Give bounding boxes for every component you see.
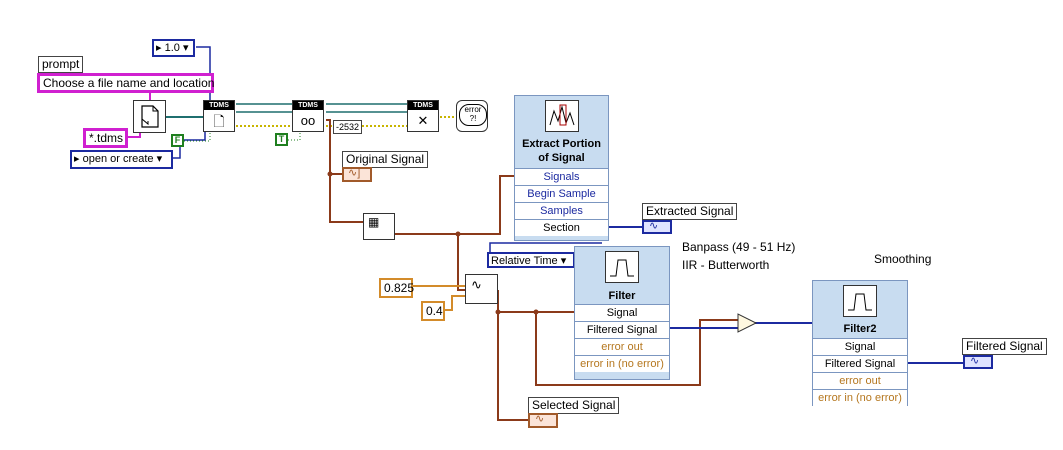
extracted-signal-label: Extracted Signal [642, 203, 738, 220]
filter2-terminal-error-out[interactable]: error out [813, 372, 907, 389]
extract-terminal-samples[interactable]: Samples [515, 202, 608, 219]
filter-icon [605, 251, 639, 283]
time-mode-enum-constant[interactable]: Relative Time ▾ [487, 252, 575, 268]
extract-terminal-signals[interactable]: Signals [515, 168, 608, 185]
tdms-close-node[interactable]: TDMS ✕ [407, 100, 439, 132]
tdms-open-icon: 🗋 [213, 113, 225, 129]
true-constant[interactable]: T [275, 133, 288, 146]
bandpass-note: Banpass (49 - 51 Hz) [682, 240, 796, 254]
filter-terminal-error-out[interactable]: error out [575, 338, 669, 355]
wire-const-2 [445, 295, 465, 311]
filter2-terminal-filtered-signal[interactable]: Filtered Signal [813, 355, 907, 372]
wire-signal-main [326, 119, 363, 223]
filter-terminal-signal[interactable]: Signal [575, 304, 669, 321]
waveform-icon: ∿ [649, 220, 659, 232]
operation-value: open or create [82, 153, 154, 165]
original-signal-indicator[interactable]: ∿] [342, 167, 372, 182]
wire-signal-filter-in [497, 290, 574, 313]
original-signal-label: Original Signal [342, 151, 429, 168]
array-grid-icon: ▦ [368, 215, 380, 229]
wire-signal-branch [457, 234, 465, 291]
filter-terminal-filtered-signal[interactable]: Filtered Signal [575, 321, 669, 338]
glasses-icon: oo [300, 113, 316, 128]
file-icon [141, 105, 159, 128]
wire-signal-loop [535, 312, 740, 386]
extract-portion-vi[interactable]: Extract Portion of Signal Signals Begin … [514, 95, 609, 241]
false-constant[interactable]: F [171, 134, 184, 147]
error-icon: error?! [459, 104, 487, 126]
close-file-icon: ✕ [417, 113, 429, 128]
dropdown-arrow-icon: ▾ [560, 255, 567, 267]
extract-terminal-begin-sample[interactable]: Begin Sample [515, 185, 608, 202]
filter-vi[interactable]: Filter Signal Filtered Signal error out … [574, 246, 670, 380]
channel-numeric-constant[interactable]: -2532 [333, 120, 363, 134]
version-numeric-constant[interactable]: ▸ 1.0 ▾ [152, 39, 195, 57]
wire-signal-to-extract [395, 175, 514, 235]
build-waveform-node[interactable]: ∿ [465, 274, 498, 304]
get-waveform-components-node[interactable]: ▦ [363, 213, 395, 240]
tdms-open-header: TDMS [204, 101, 234, 110]
waveform-icon: ∿ [970, 355, 980, 367]
select-triangle-icon [737, 313, 758, 333]
extension-string-constant[interactable]: *.tdms [83, 128, 128, 148]
filter-title: Filter [608, 290, 636, 302]
wire-signal-selected [497, 312, 528, 421]
version-value: 1.0 [164, 42, 180, 54]
junction-dot [495, 309, 501, 315]
time-mode-value: Relative Time [491, 255, 558, 267]
extract-title-line2: of Signal [538, 152, 585, 164]
filter2-terminal-error-in[interactable]: error in (no error) [813, 389, 907, 406]
high-cutoff-constant[interactable]: 0.825 [379, 278, 414, 298]
extract-signal-icon [545, 100, 579, 132]
selected-signal-indicator[interactable]: ∿ [528, 413, 558, 428]
error-handler-node[interactable]: error?! [456, 100, 488, 132]
junction-dot [327, 171, 333, 177]
iir-note: IIR - Butterworth [682, 258, 770, 272]
dropdown-arrow-icon: ▾ [182, 42, 189, 54]
smoothing-note: Smoothing [874, 252, 932, 266]
tdms-open-node[interactable]: TDMS 🗋 [203, 100, 235, 132]
selected-signal-label: Selected Signal [528, 397, 620, 414]
junction-dot [455, 231, 461, 237]
waveform-icon: ∿ [535, 413, 545, 425]
extracted-signal-indicator[interactable]: ∿ [642, 220, 672, 234]
tdms-close-header: TDMS [408, 101, 438, 110]
wire-time-mode [489, 242, 602, 252]
junction-dot [533, 309, 539, 315]
extract-title-line1: Extract Portion [522, 138, 601, 150]
file-dialog-node[interactable] [133, 100, 166, 133]
tdms-read-header: TDMS [293, 101, 323, 110]
filter2-vi[interactable]: Filter2 Signal Filtered Signal error out… [812, 280, 908, 406]
filter2-terminal-signal[interactable]: Signal [813, 338, 907, 355]
filtered-signal-label: Filtered Signal [962, 338, 1047, 355]
prompt-string-constant[interactable]: Choose a file name and location [37, 73, 214, 93]
waveform-build-icon: ∿ [471, 277, 482, 292]
filtered-signal-indicator[interactable]: ∿ [963, 355, 993, 369]
tdms-read-node[interactable]: TDMS oo [292, 100, 324, 132]
operation-enum-constant[interactable]: ▸ open or create ▾ [70, 150, 173, 169]
increment-arrows-icon: ▸ [156, 42, 162, 54]
filter2-title: Filter2 [843, 323, 877, 335]
waveform-icon: ∿] [348, 167, 361, 179]
dropdown-arrow-icon: ▾ [156, 153, 163, 165]
increment-arrows-icon: ▸ [74, 153, 80, 165]
prompt-label: prompt [38, 56, 84, 73]
extract-terminal-section[interactable]: Section [515, 219, 608, 236]
low-cutoff-constant[interactable]: 0.4 [421, 301, 445, 321]
filter2-icon [843, 285, 877, 317]
filter-terminal-error-in[interactable]: error in (no error) [575, 355, 669, 372]
